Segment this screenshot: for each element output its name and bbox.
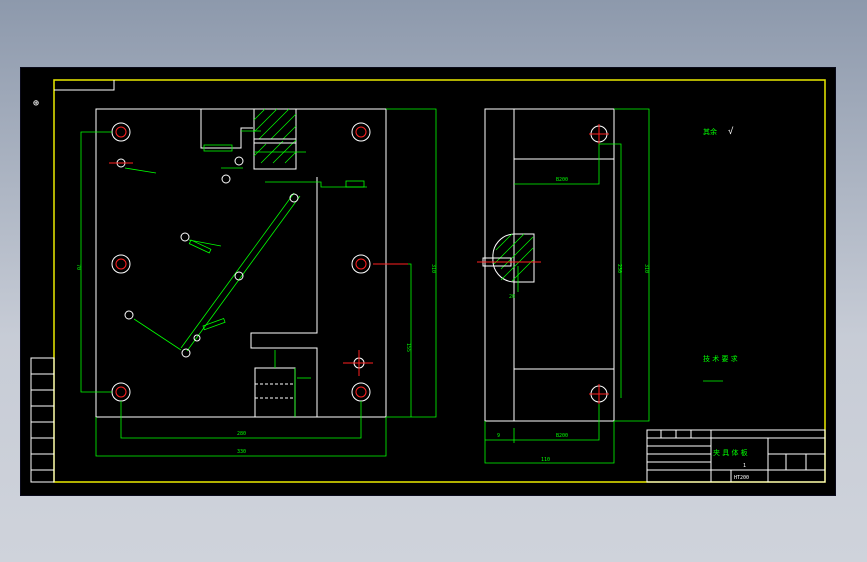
ucs-icon: ⊕	[33, 98, 39, 109]
dim-side-9: 9	[497, 433, 500, 439]
drawing-sheet: ⊕	[30, 79, 826, 483]
dim-side-20: 20	[509, 294, 515, 300]
revision-strip	[30, 357, 55, 483]
dim-side-b200: B200	[556, 177, 568, 183]
side-hole-bottom	[589, 384, 609, 404]
side-dimensions	[484, 108, 650, 464]
plate-outline	[95, 108, 387, 418]
dim-side-height: 310	[643, 264, 649, 273]
side-view: B200 B200 110 310 230 9 20	[477, 108, 650, 464]
mounting-hole-bl	[111, 382, 131, 402]
mounting-hole-tl	[111, 122, 131, 142]
corner-tag	[54, 80, 115, 91]
side-hole-top	[589, 124, 609, 144]
mounting-hole-br	[351, 382, 371, 402]
mounting-hole-mr	[351, 254, 408, 274]
side-outline	[484, 108, 615, 422]
locating-block	[200, 108, 306, 170]
bottom-slot	[254, 350, 311, 418]
dim-side-width: 110	[541, 457, 550, 463]
dim-side-230: 230	[616, 264, 622, 273]
front-dimensions	[80, 108, 437, 457]
dim-right-155: 155	[405, 343, 411, 352]
tech-notes: 其余 √ 技 术 要 求	[703, 126, 738, 382]
title-part-name: 夹 具 体 板	[713, 448, 748, 457]
pin-hole-d	[221, 174, 231, 184]
dim-hole-spacing: 280	[237, 431, 246, 437]
mounting-hole-ml	[111, 254, 131, 274]
pin-hole-c	[234, 156, 244, 166]
diagonal-slot	[124, 192, 301, 358]
front-view: 280 330 310 70 155	[75, 108, 437, 457]
dim-overall-height: 310	[430, 264, 436, 273]
surface-finish-symbol: √	[728, 126, 734, 137]
drawing-border	[53, 79, 826, 483]
dim-side-b200b: B200	[556, 433, 568, 439]
title-scale: 1	[743, 463, 746, 469]
surface-finish-note: 其余	[703, 127, 717, 136]
title-block	[646, 429, 826, 483]
tech-requirements-heading: 技 术 要 求	[703, 354, 738, 363]
cad-viewport[interactable]: ⊕	[20, 67, 836, 496]
dim-left-height: 70	[75, 264, 81, 270]
side-section	[477, 233, 541, 292]
dim-overall-width: 330	[237, 449, 246, 455]
mounting-hole-tr	[351, 122, 371, 142]
pin-hole-br	[343, 350, 373, 376]
title-material: HT200	[734, 475, 749, 481]
